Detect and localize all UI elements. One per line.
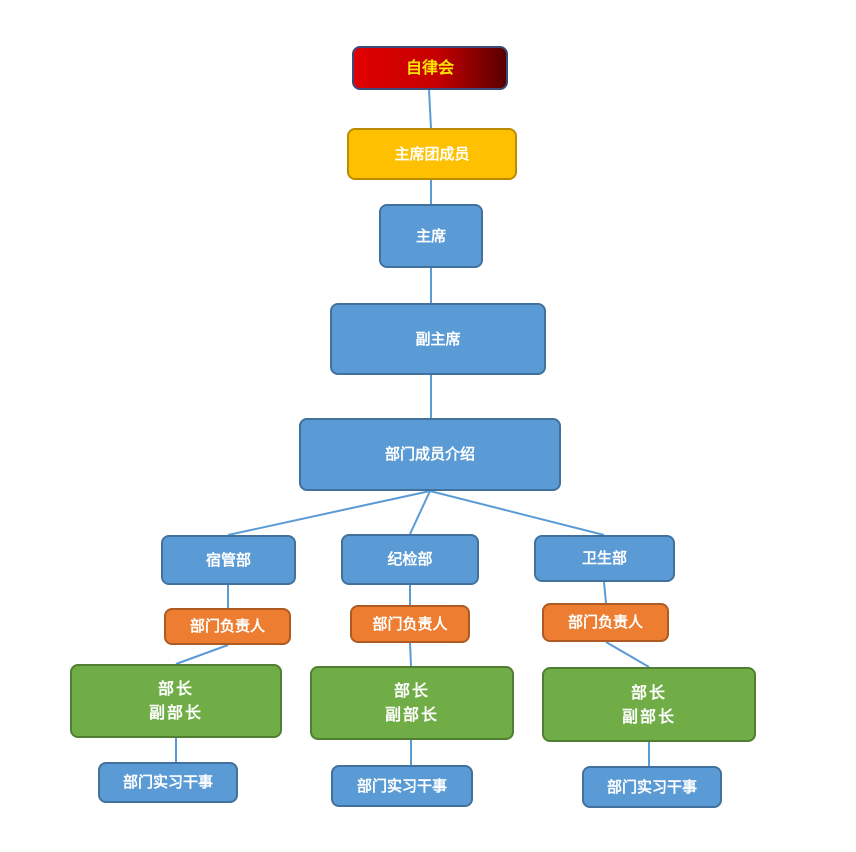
connector-head1-minister	[175, 644, 229, 665]
vice-minister-label: 副部长	[621, 706, 676, 726]
dept-head-node-3: 部门负责人	[542, 603, 669, 642]
minister-label: 部长	[157, 679, 194, 698]
connector-dept3-head	[603, 581, 607, 604]
dept-head-node-1: 部门负责人	[164, 608, 291, 645]
connector-root-presidium	[428, 89, 432, 129]
chairman-node: 主席	[379, 204, 483, 268]
connector-intro-dept3	[429, 490, 605, 536]
root-label: 自律会	[405, 58, 454, 77]
minister-node-3: 部长 副部长	[542, 667, 756, 742]
dept-head-label: 部门负责人	[567, 613, 643, 632]
presidium-node: 主席团成员	[347, 128, 517, 180]
connector-intro-dept2	[409, 490, 431, 535]
intern-node-3: 部门实习干事	[582, 766, 722, 808]
dept-head-label: 部门负责人	[372, 614, 448, 633]
minister-label: 部长	[393, 681, 430, 700]
vice-minister-label: 副部长	[148, 703, 203, 722]
root-node: 自律会	[352, 46, 508, 90]
dept-intro-label: 部门成员介绍	[384, 445, 475, 464]
vice-chairman-label: 副主席	[415, 329, 461, 348]
dept-name: 纪检部	[387, 550, 433, 569]
dept-name: 宿管部	[205, 550, 251, 569]
vice-minister-label: 副部长	[384, 705, 439, 724]
vice-chairman-node: 副主席	[330, 303, 546, 375]
minister-node-2: 部长 副部长	[310, 666, 514, 740]
intern-node-2: 部门实习干事	[331, 765, 473, 807]
dept-name: 卫生部	[581, 549, 627, 568]
dept-node-2: 纪检部	[341, 534, 479, 585]
intern-node-1: 部门实习干事	[98, 762, 238, 803]
dept-head-node-2: 部门负责人	[350, 605, 470, 643]
connector-head3-minister	[605, 641, 650, 668]
intern-label: 部门实习干事	[122, 773, 213, 792]
dept-node-1: 宿管部	[161, 535, 296, 585]
minister-label: 部长	[630, 682, 667, 702]
presidium-label: 主席团成员	[394, 144, 470, 163]
intern-label: 部门实习干事	[606, 777, 697, 796]
dept-intro-node: 部门成员介绍	[299, 418, 561, 491]
connector-head2-minister	[409, 642, 412, 667]
intern-label: 部门实习干事	[356, 776, 447, 795]
chairman-label: 主席	[415, 226, 446, 245]
dept-head-label: 部门负责人	[189, 617, 265, 636]
dept-node-3: 卫生部	[534, 535, 675, 582]
connector-intro-dept1	[227, 490, 431, 536]
minister-node-1: 部长 副部长	[70, 664, 282, 738]
